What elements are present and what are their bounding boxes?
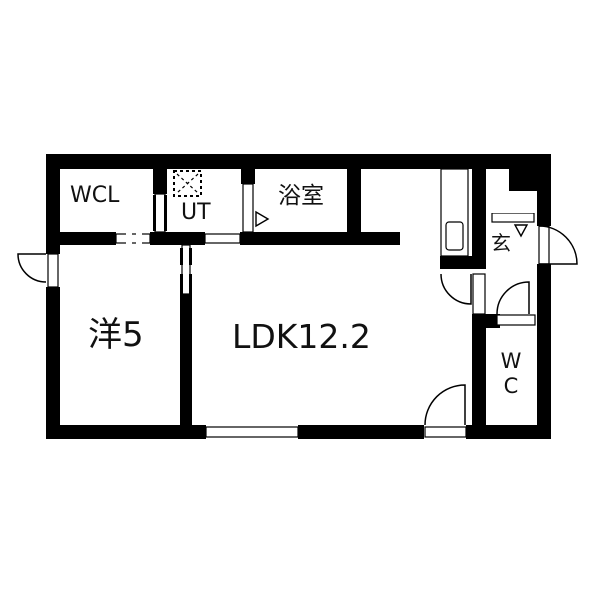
- washer-pan-icon: [173, 170, 202, 197]
- door-slabs: [472, 273, 536, 326]
- room-label-bathroom: 浴室: [278, 183, 324, 209]
- room-label-entrance: 玄: [491, 231, 511, 255]
- wc-label-line2: C: [503, 374, 519, 399]
- door-swings: [17, 225, 578, 426]
- windows: [47, 183, 550, 438]
- kitchen-counter: [440, 168, 469, 257]
- room-label-wc: W C: [500, 349, 522, 399]
- wc-label-line1: W: [500, 349, 522, 373]
- entrance-step: [486, 191, 537, 223]
- walls: [46, 154, 551, 439]
- entry-arrow-icons: [255, 210, 529, 238]
- room-label-western-room: 洋5: [88, 315, 144, 355]
- room-label-wcl: WCL: [70, 183, 120, 208]
- room-label-utility: UT: [181, 200, 211, 225]
- sliding-door-marks: [126, 195, 192, 294]
- room-label-ldk: LDK12.2: [232, 317, 371, 356]
